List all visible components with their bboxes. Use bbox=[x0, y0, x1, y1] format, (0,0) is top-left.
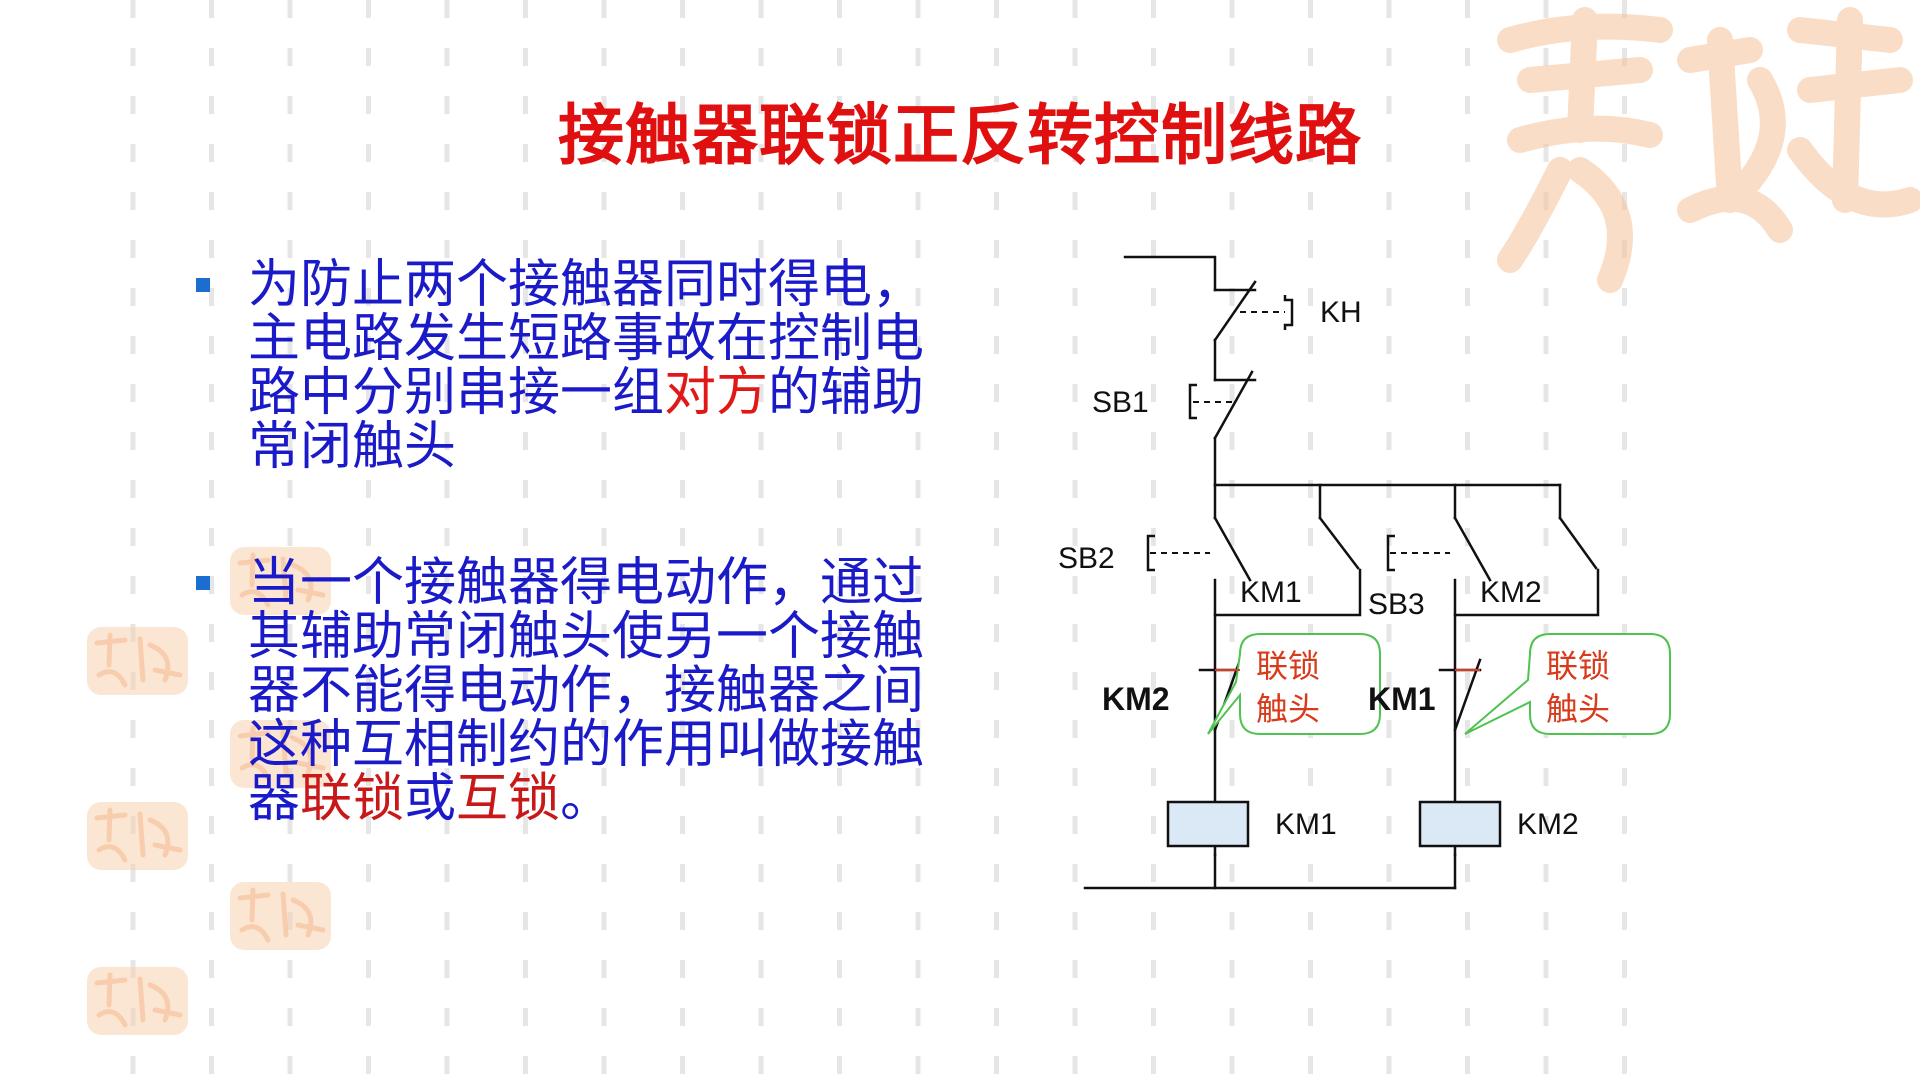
bullet-2-text-end: 。 bbox=[560, 769, 613, 829]
label-km1-coil: KM1 bbox=[1275, 808, 1337, 841]
bullet-2-text-or: 或 bbox=[404, 769, 457, 829]
label-sb1: SB1 bbox=[1092, 386, 1149, 419]
bullet-1-highlight: 对方 bbox=[664, 363, 769, 423]
bullet-2-highlight-mutual-lock: 互锁 bbox=[456, 769, 561, 829]
bullet-point-2: 当一个接触器得电动作，通过其辅助常闭触头使另一个接触器不能得电动作，接触器之间这… bbox=[196, 556, 960, 826]
km2-coil bbox=[1418, 800, 1502, 848]
callout-2-line-2: 触头 bbox=[1546, 691, 1610, 727]
label-kh: KH bbox=[1320, 296, 1362, 329]
callout-1-line-1: 联锁 bbox=[1256, 648, 1320, 684]
bullet-1-text-a: 为防止两个接触器同时得电，主电路发生短路事故在控制电路中分别串接一组 bbox=[248, 255, 925, 423]
callout-bubble-2 bbox=[1464, 633, 1671, 735]
seal-logo-small-4 bbox=[87, 802, 188, 870]
bullet-text-1: 为防止两个接触器同时得电，主电路发生短路事故在控制电路中分别串接一组对方的辅助常… bbox=[248, 258, 960, 474]
callout-1-line-2: 触头 bbox=[1256, 691, 1320, 727]
bullet-square-icon bbox=[196, 576, 210, 590]
page-title: 接触器联锁正反转控制线路 bbox=[558, 97, 1362, 174]
label-km1-hold: KM1 bbox=[1240, 576, 1302, 609]
seal-logo-small-5 bbox=[230, 882, 331, 950]
bullet-text-2: 当一个接触器得电动作，通过其辅助常闭触头使另一个接触器不能得电动作，接触器之间这… bbox=[248, 556, 960, 826]
circuit-diagram: 联锁 触头 联锁 触头 KH SB1 SB2 KM1 SB3 KM2 KM2 K… bbox=[1058, 255, 1671, 890]
seal-logo-large bbox=[1497, 7, 1920, 293]
bullet-2-text-a: 当一个接触器得电动作，通过其辅助常闭触头使另一个接触器不能得电动作，接触器之间这… bbox=[248, 553, 925, 829]
label-km2-hold: KM2 bbox=[1480, 576, 1542, 609]
button-heads bbox=[1146, 295, 1395, 572]
callout-bubble-1 bbox=[1207, 633, 1381, 735]
seal-logo-small-1 bbox=[87, 627, 188, 695]
callout-2-line-1: 联锁 bbox=[1546, 648, 1610, 684]
seal-logo-small-3 bbox=[230, 720, 331, 788]
bullet-1-text-b: 的辅助常闭触头 bbox=[248, 363, 925, 477]
label-km2-interlock: KM2 bbox=[1102, 681, 1170, 717]
label-sb2: SB2 bbox=[1058, 542, 1115, 575]
km1-coil bbox=[1166, 800, 1250, 848]
bullet-point-1: 为防止两个接触器同时得电，主电路发生短路事故在控制电路中分别串接一组对方的辅助常… bbox=[196, 258, 960, 474]
bullet-2-highlight-interlock: 联锁 bbox=[300, 769, 405, 829]
bullet-square-icon bbox=[196, 278, 210, 292]
circuit-wires bbox=[1083, 255, 1600, 890]
seal-logo-small-2 bbox=[230, 547, 331, 615]
button-linkages bbox=[1150, 311, 1450, 554]
seal-logo-small-6 bbox=[87, 967, 188, 1035]
label-sb3: SB3 bbox=[1368, 588, 1425, 621]
label-km2-coil: KM2 bbox=[1517, 808, 1579, 841]
label-km1-interlock: KM1 bbox=[1368, 681, 1436, 717]
